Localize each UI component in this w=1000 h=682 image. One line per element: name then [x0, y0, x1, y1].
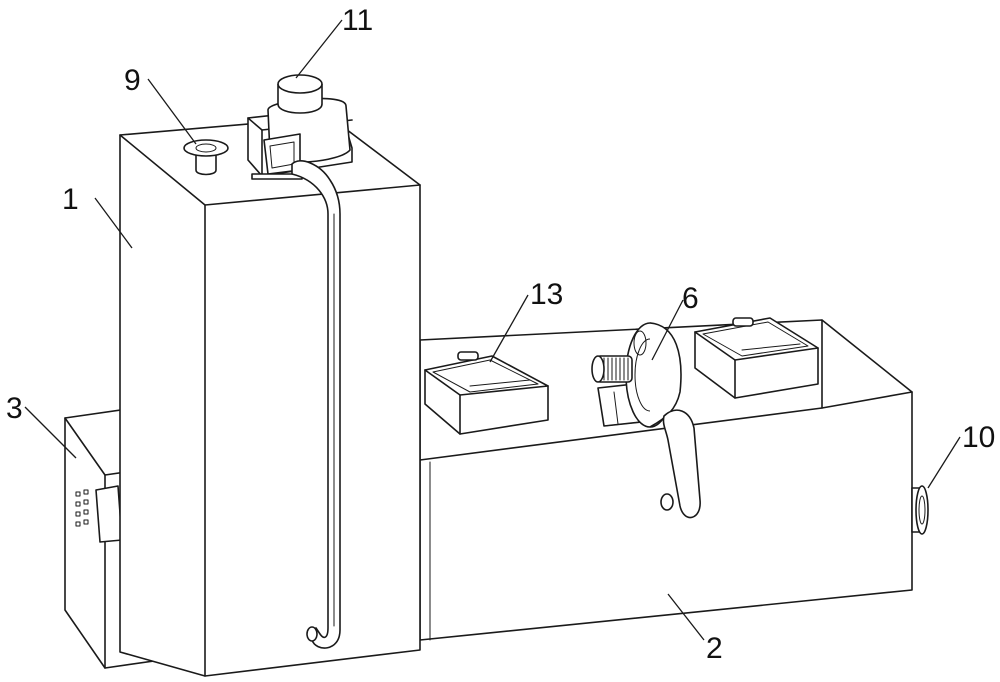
- callout-6: 6: [682, 282, 699, 315]
- callout-13: 13: [530, 278, 563, 311]
- blower-outlet-pipe: [660, 409, 701, 519]
- callout-3: 3: [6, 392, 23, 425]
- callout-2: 2: [706, 632, 723, 665]
- top-flange: [183, 139, 229, 176]
- inspection-cover-left: [424, 351, 549, 435]
- inspection-cover-right: [694, 317, 819, 399]
- vertical-pipe: [291, 160, 341, 649]
- leader-lines: [24, 19, 961, 641]
- callout-9: 9: [124, 64, 141, 97]
- top-exhaust-fan: [247, 74, 353, 180]
- tall-tower: [119, 116, 421, 677]
- callout-11: 11: [342, 4, 373, 37]
- outlet-flange: [911, 485, 929, 535]
- callout-10: 10: [962, 421, 995, 454]
- callout-1: 1: [62, 183, 79, 216]
